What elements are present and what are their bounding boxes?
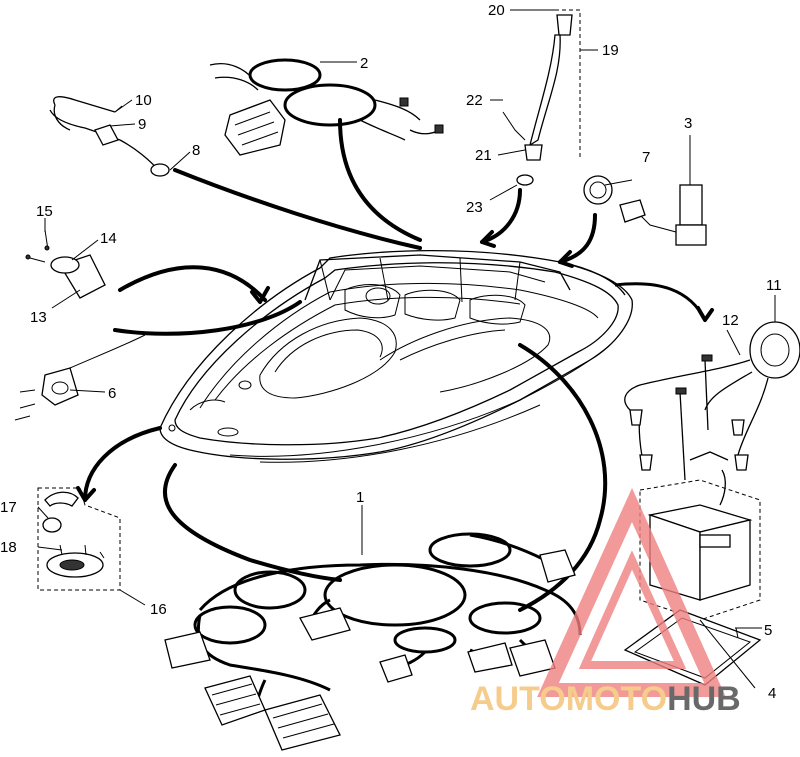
callout-6: 6 [108, 385, 116, 402]
part-2-harness [209, 58, 444, 156]
callout-17: 17 [0, 499, 17, 516]
callout-12: 12 [722, 312, 739, 329]
part-7 [583, 175, 613, 205]
callout-7: 7 [642, 149, 650, 166]
part-19-23 [502, 9, 581, 186]
callout-15: 15 [36, 203, 53, 220]
callout-20: 20 [488, 2, 505, 19]
part-1-main-harness [164, 532, 582, 751]
cable-1-left [163, 463, 342, 582]
callout-19: 19 [602, 42, 619, 59]
watermark-text: AUTOMOTOHUB [470, 680, 741, 718]
cable-11 [614, 282, 707, 321]
watermark-logo: AUTOMOTOHUB [470, 487, 741, 718]
part-11-12 [624, 321, 800, 506]
callout-13: 13 [30, 309, 47, 326]
callout-10: 10 [135, 92, 152, 109]
part-6 [14, 334, 146, 421]
callout-16: 16 [150, 601, 167, 618]
callout-5: 5 [764, 622, 772, 639]
callout-9: 9 [138, 116, 146, 133]
callout-2: 2 [360, 55, 368, 72]
part-13-14-15 [25, 229, 106, 299]
cable-8 [173, 168, 422, 250]
leader-lines [37, 9, 776, 689]
callout-4: 4 [768, 685, 776, 702]
callout-3: 3 [684, 115, 692, 132]
callout-8: 8 [192, 142, 200, 159]
callout-11: 11 [766, 277, 782, 294]
part-3 [619, 175, 707, 246]
connection-arrows [76, 188, 597, 502]
cable-1-right [518, 343, 608, 612]
callout-22: 22 [466, 92, 483, 109]
cable-2 [338, 118, 422, 242]
callout-1: 1 [356, 489, 364, 506]
callout-23: 23 [466, 199, 483, 216]
boat-hull [159, 249, 633, 463]
callout-18: 18 [0, 539, 17, 556]
part-16-17-18 [37, 487, 121, 591]
callout-14: 14 [100, 230, 117, 247]
callout-21: 21 [475, 147, 492, 164]
